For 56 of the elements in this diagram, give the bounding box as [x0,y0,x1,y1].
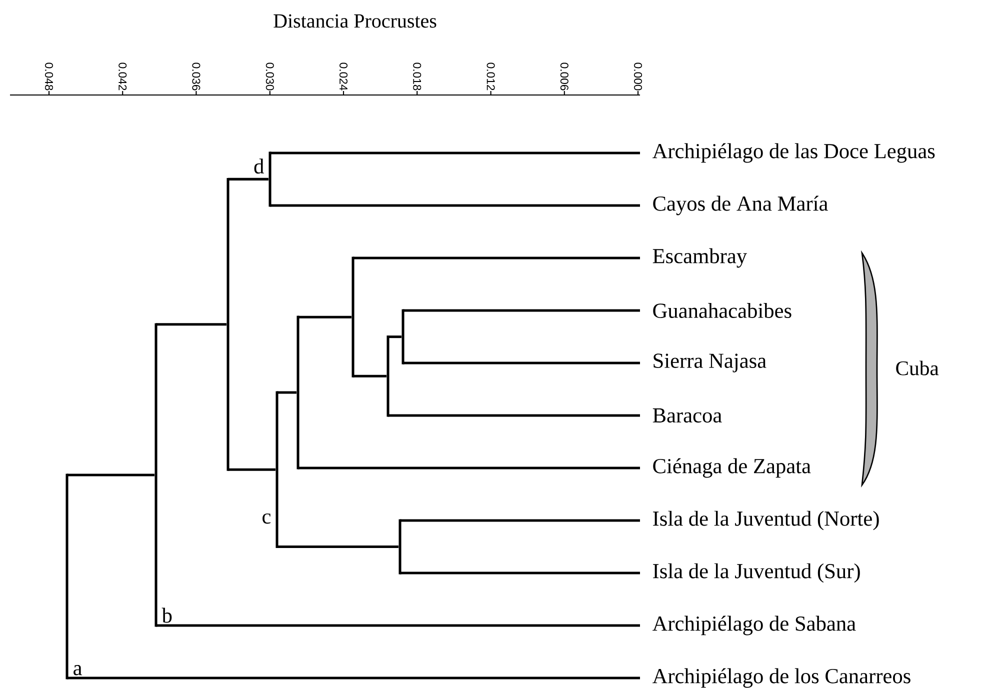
tree-branch [156,624,640,627]
tree-branch [228,468,276,471]
tick-label: 0.030 [266,62,274,90]
node-label: a [74,665,82,676]
taxon-label: Isla de la Juventud (Norte) [653,510,879,530]
tree-branch [403,362,640,364]
taxon-label: Escambray [652,248,747,268]
axis-title: Distancia Procrustes [274,14,436,28]
taxon-label: Guanahacabibes [653,302,792,318]
node-label: d [254,158,264,174]
tree-branch [353,256,640,260]
node-label: b [162,608,172,623]
tree-branch [388,414,640,417]
tree-branch [277,546,398,548]
branch-point: d [254,152,272,207]
group-label: Cuba [896,360,939,376]
taxon-label: Baracoa [652,408,722,423]
taxon-label: Ciénaga de Zapata [653,458,811,478]
branch-point [398,519,402,574]
taxon-label: Sierra Najasa [654,354,766,372]
tick-label: 0.018 [413,62,422,90]
tree-branch [156,323,226,326]
taxon-label: Archipiélago de los Canarreos [652,668,910,688]
tick-label: 0.000 [634,62,642,90]
tree-branch [388,336,402,338]
branch-point [352,256,354,378]
tree-branch [270,152,640,154]
tick-label: 0.024 [340,62,348,90]
tree-branch [298,466,640,470]
tree-branch [228,178,268,180]
tick-label: 0.042 [118,62,127,90]
branch-point: c [262,391,278,548]
tree-branch [403,309,640,312]
tree-branch [400,519,640,522]
taxon-label: Archipiélago de Sabana [652,616,856,636]
node-label: c [262,513,271,524]
branch-point [296,316,300,470]
tree-branch [270,204,640,207]
tree-branch [353,374,386,378]
taxon-label: Cayos de Ana María [653,196,828,216]
branch-point [402,309,404,364]
tree-branch [400,572,640,574]
branch-point [226,178,230,471]
taxon-label: Isla de la Juventud (Sur) [653,563,860,583]
branch-point: b [154,323,172,627]
tick-label: 0.048 [45,62,53,90]
tree-branch [298,316,352,318]
tree-branch [277,391,296,394]
tick-label: 0.012 [486,62,495,90]
tree-branch [67,676,640,680]
tick-label: 0.006 [560,62,568,90]
branch-point [386,335,390,417]
branch-point: a [66,474,82,680]
tree-branch [67,474,154,476]
taxon-label: Archipiélago de las Doce Leguas [652,143,935,163]
tick-label: 0.036 [192,62,200,90]
